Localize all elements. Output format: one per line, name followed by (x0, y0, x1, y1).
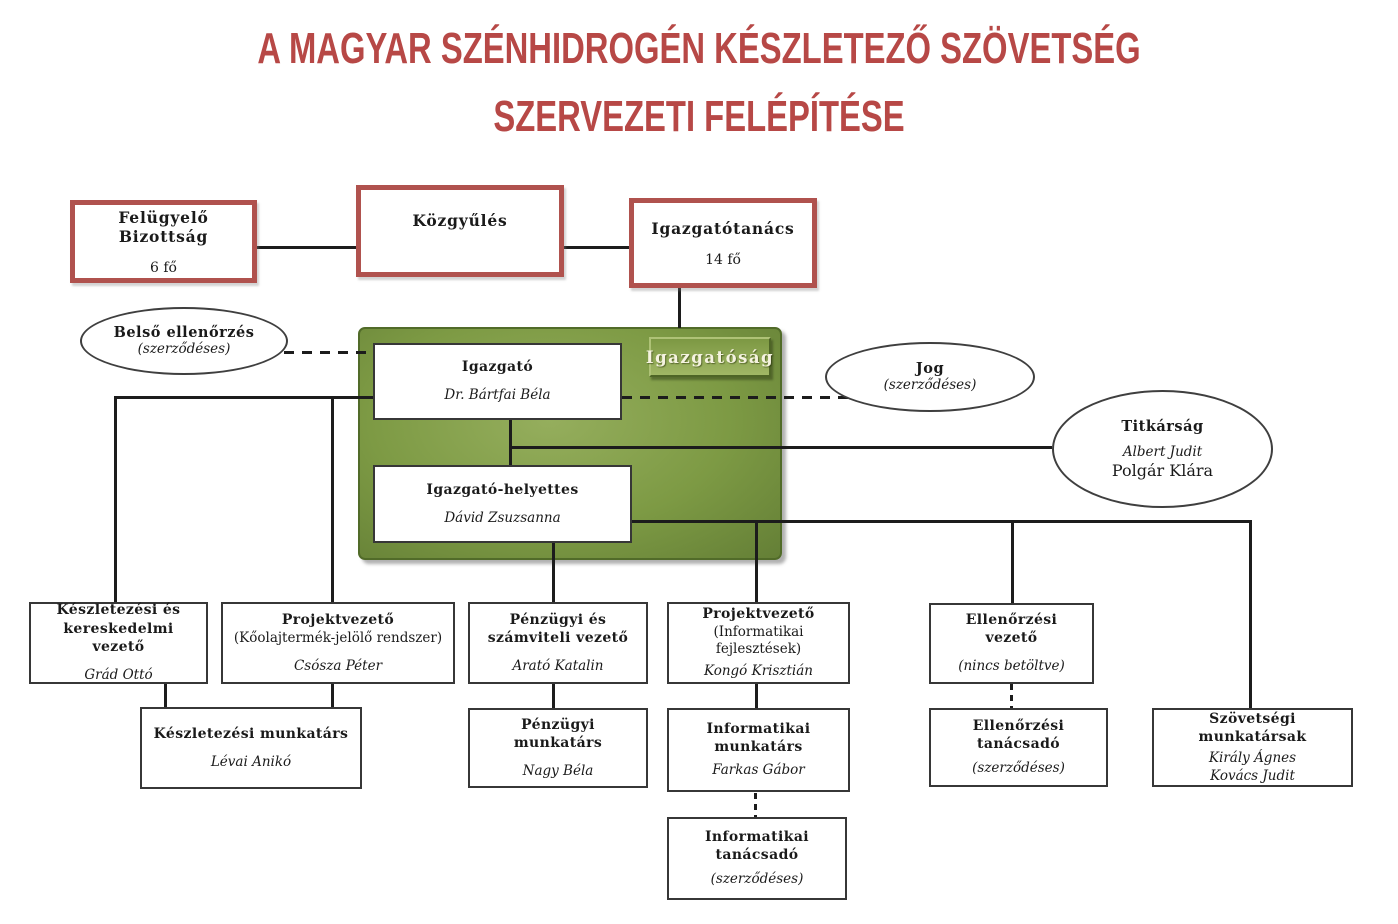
igazgatotanacs-title: Igazgatótanács (651, 218, 795, 238)
penzugyi-munkatars-title: Pénzügyi munkatárs (513, 716, 603, 751)
connector-drop-projektvezeto-informatikai (755, 520, 758, 602)
page-title: A MAGYAR SZÉNHIDROGÉN KÉSZLETEZŐ SZÖVETS… (0, 14, 1398, 150)
box-projektvezeto-informatikai: Projektvezető (Informatikai fejlesztések… (667, 602, 850, 684)
connector-belso-ellenorzes-igazgato-dashed (284, 351, 373, 354)
connector-igazgato-helyettes (509, 420, 512, 465)
informatikai-munkatars-name: Farkas Gábor (712, 762, 805, 779)
igazgato-title: Igazgató (461, 359, 534, 376)
box-penzugyi-vezeto: Pénzügyi és számviteli vezető Arató Kata… (468, 602, 648, 684)
jog-note: (szerződéses) (883, 376, 977, 393)
informatikai-munkatars-title: Informatikai munkatárs (706, 721, 811, 756)
ellenorzesi-vezeto-note: (nincs betöltve) (958, 658, 1065, 675)
projektvezeto-informatikai-title: Projektvezető (702, 606, 815, 623)
connector-igazgato-titkarsag (510, 446, 1052, 449)
box-szovetsegi-munkatarsak: Szövetségi munkatársak Király Ágnes Ková… (1152, 708, 1353, 787)
connector-projektvezeto-koolaj-munkatars (331, 684, 334, 707)
connector-penzugyi-vezeto-munkatars (552, 684, 555, 708)
projektvezeto-informatikai-sub: (Informatikai fejlesztések) (713, 624, 804, 658)
felugyelo-headcount: 6 fő (150, 259, 177, 276)
connector-felugyelo-kozgyules (257, 246, 356, 249)
page-title-line1: A MAGYAR SZÉNHIDROGÉN KÉSZLETEZŐ SZÖVETS… (257, 23, 1141, 73)
box-felugyelo-bizottsag: Felügyelő Bizottság 6 fő (70, 200, 257, 283)
box-igazgato: Igazgató Dr. Bártfai Béla (373, 343, 622, 420)
connector-igazgato-jog-dashed (622, 396, 848, 399)
box-keszletezesi-vezeto: Készletezési és kereskedelmi vezető Grád… (29, 602, 208, 684)
igazgato-name: Dr. Bártfai Béla (444, 387, 551, 404)
penzugyi-munkatars-name: Nagy Béla (522, 762, 594, 779)
projektvezeto-informatikai-name: Kongó Krisztián (704, 663, 813, 680)
titkarsag-name-1: Albert Judit (1122, 443, 1203, 460)
titkarsag-name-2: Polgár Klára (1111, 461, 1214, 481)
connector-helyettes-right-branch (632, 520, 1250, 523)
szovetsegi-munkatarsak-name-2: Kovács Judit (1210, 767, 1295, 784)
directorate-label: Igazgatóság (646, 337, 773, 377)
ellipse-jog: Jog (szerződéses) (825, 342, 1035, 412)
connector-keszletezesi-vezeto-munkatars (164, 684, 167, 707)
connector-igazgatotanacs-directorate (678, 288, 681, 328)
connector-kozgyules-igazgatotanacs (564, 246, 629, 249)
ellenorzesi-vezeto-title: Ellenőrzési vezető (965, 612, 1058, 647)
informatikai-tanacsado-title: Informatikai tanácsadó (704, 829, 810, 864)
projektvezeto-koolaj-title: Projektvezető (281, 611, 395, 628)
igazgatotanacs-headcount: 14 fő (705, 251, 741, 268)
ellenorzesi-tanacsado-title: Ellenőrzési tanácsadó (972, 718, 1065, 753)
belso-ellenorzes-note: (szerződéses) (137, 340, 231, 357)
connector-informatikai-munkatars-tanacsado-dashed (754, 793, 757, 817)
box-ellenorzesi-tanacsado: Ellenőrzési tanácsadó (szerződéses) (929, 708, 1108, 787)
keszletezesi-vezeto-title: Készletezési és kereskedelmi vezető (56, 602, 181, 655)
connector-igazgato-left-branch (115, 396, 373, 399)
titkarsag-title: Titkárság (1121, 417, 1204, 435)
box-kozgyules: Közgyűlés (356, 185, 564, 277)
box-informatikai-tanacsado: Informatikai tanácsadó (szerződéses) (667, 817, 847, 900)
box-igazgatotanacs: Igazgatótanács 14 fő (629, 198, 817, 288)
jog-title: Jog (915, 359, 945, 377)
keszletezesi-munkatars-title: Készletezési munkatárs (153, 725, 349, 742)
connector-projektvezeto-informatikai-munkatars (755, 684, 758, 708)
projektvezeto-koolaj-name: Csósza Péter (293, 657, 383, 674)
page-title-line2: SZERVEZETI FELÉPÍTÉSE (493, 91, 905, 141)
ellipse-belso-ellenorzes: Belső ellenőrzés (szerződéses) (80, 307, 288, 375)
informatikai-tanacsado-note: (szerződéses) (710, 871, 804, 888)
szovetsegi-munkatarsak-title: Szövetségi munkatársak (1198, 710, 1307, 745)
szovetsegi-munkatarsak-name-1: Király Ágnes (1208, 750, 1297, 767)
connector-drop-keszletezesi-vezeto (114, 396, 117, 602)
keszletezesi-munkatars-name: Lévai Anikó (210, 753, 292, 770)
igazgato-helyettes-name: Dávid Zsuzsanna (444, 509, 561, 526)
box-igazgato-helyettes: Igazgató-helyettes Dávid Zsuzsanna (373, 465, 632, 543)
keszletezesi-vezeto-name: Grád Ottó (84, 667, 153, 684)
box-penzugyi-munkatars: Pénzügyi munkatárs Nagy Béla (468, 708, 648, 788)
box-projektvezeto-koolaj: Projektvezető (Kőolajtermék-jelölő rends… (221, 602, 455, 684)
felugyelo-title: Felügyelő Bizottság (118, 207, 209, 246)
connector-drop-ellenorzesi-vezeto (1011, 520, 1014, 603)
connector-helyettes-penzugyi-vezeto (552, 543, 555, 602)
penzugyi-vezeto-title: Pénzügyi és számviteli vezető (487, 611, 629, 646)
penzugyi-vezeto-name: Arató Katalin (512, 657, 604, 674)
box-ellenorzesi-vezeto: Ellenőrzési vezető (nincs betöltve) (929, 603, 1094, 684)
kozgyules-title: Közgyűlés (412, 210, 508, 230)
igazgato-helyettes-title: Igazgató-helyettes (426, 481, 579, 498)
projektvezeto-koolaj-sub: (Kőolajtermék-jelölő rendszer) (233, 629, 443, 646)
box-informatikai-munkatars: Informatikai munkatárs Farkas Gábor (667, 708, 850, 792)
connector-ellenorzesi-vezeto-tanacsado-dashed (1010, 684, 1013, 708)
ellenorzesi-tanacsado-note: (szerződéses) (972, 760, 1065, 777)
connector-drop-szovetsegi-munkatarsak (1249, 520, 1252, 708)
belso-ellenorzes-title: Belső ellenőrzés (113, 323, 255, 341)
box-keszletezesi-munkatars: Készletezési munkatárs Lévai Anikó (140, 707, 362, 789)
connector-drop-projektvezeto-koolaj (331, 396, 334, 602)
ellipse-titkarsag: Titkárság Albert Judit Polgár Klára (1052, 390, 1273, 508)
